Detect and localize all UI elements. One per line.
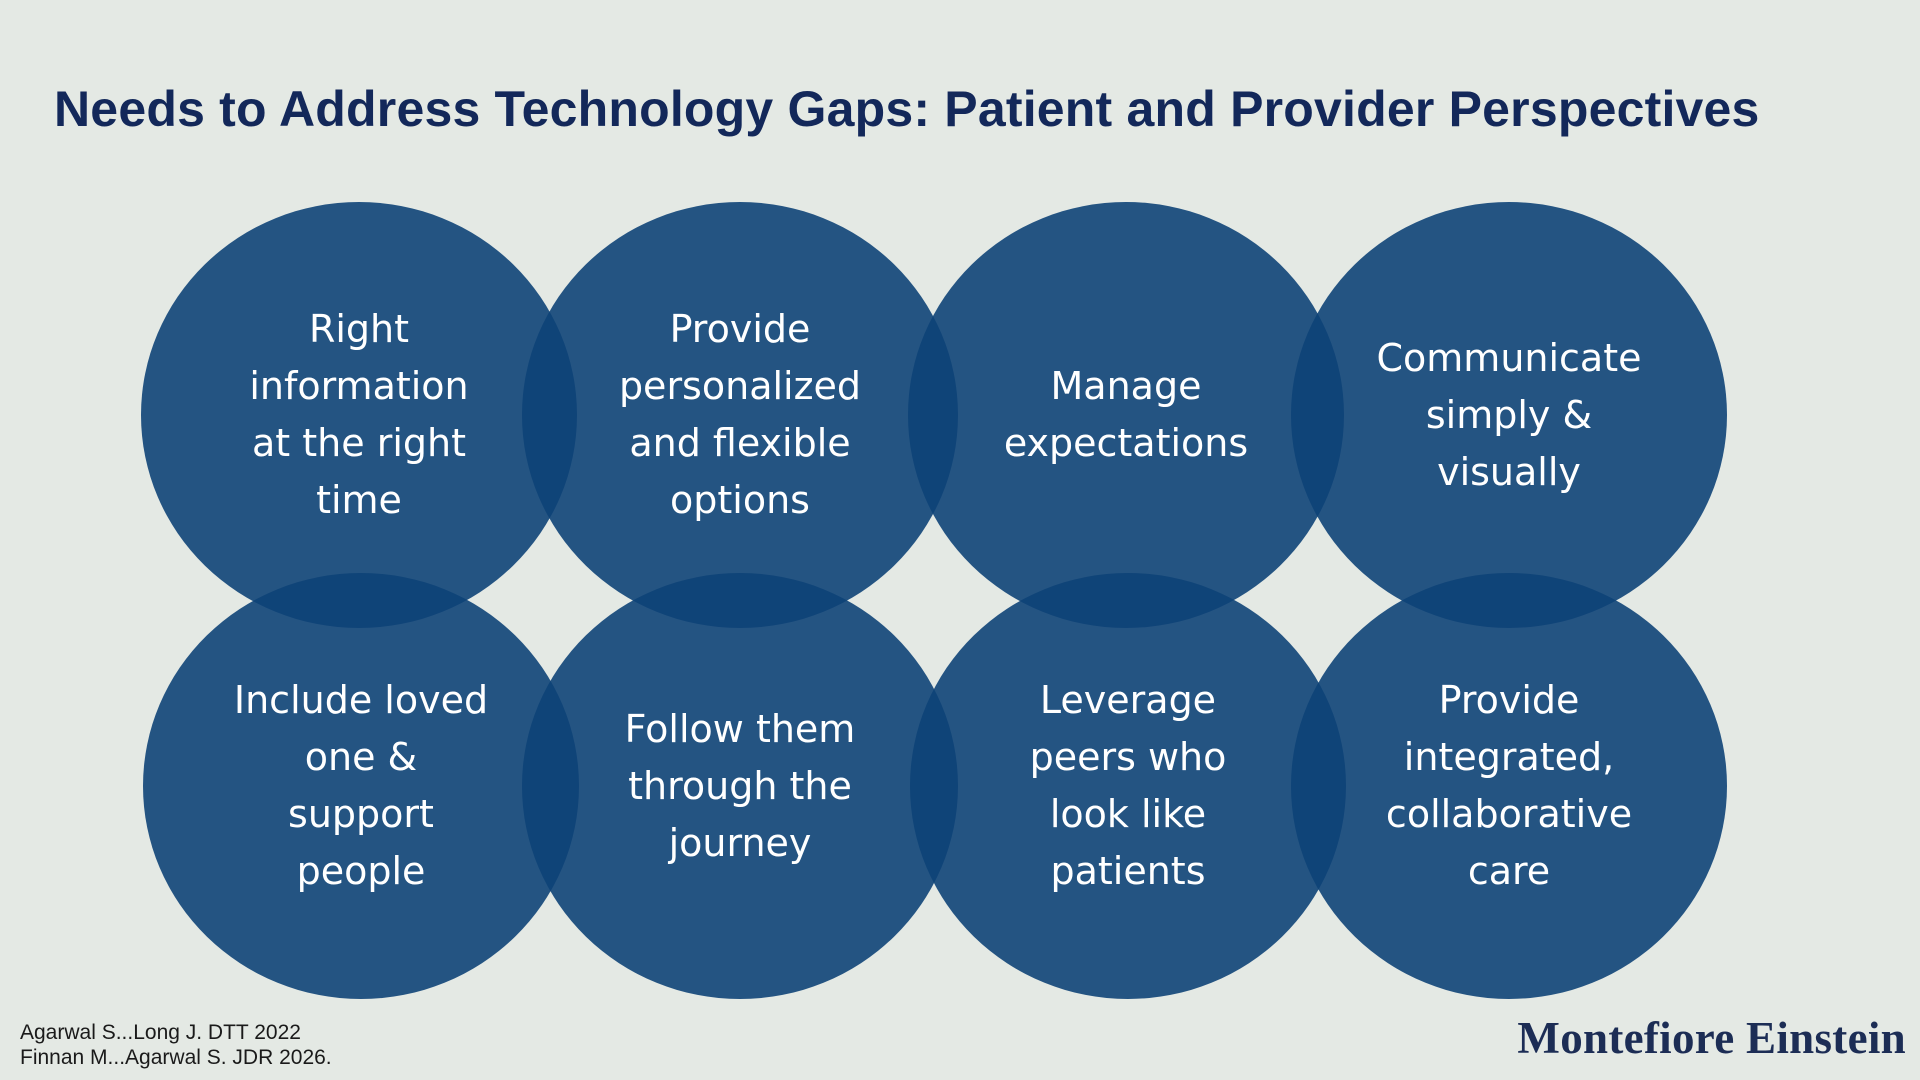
citation-line: Finnan M...Agarwal S. JDR 2026.	[20, 1046, 332, 1069]
citations: Agarwal S...Long J. DTT 2022 Finnan M...…	[20, 1020, 332, 1070]
bubble-text: Manage expectations	[1003, 364, 1249, 465]
bubble-integrated-care: Provide integrated, collaborative care	[1291, 573, 1727, 999]
bubble-text: Include loved one & support people	[233, 678, 489, 893]
bubble-leverage-peers: Leverage peers who look like patients	[910, 573, 1346, 999]
bubble-text: Provide personalized and flexible option…	[618, 307, 862, 522]
montefiore-einstein-logo: Montefiore Einstein	[1517, 1013, 1906, 1063]
bubble-right-information: Right information at the right time	[141, 202, 577, 628]
citation-line: Agarwal S...Long J. DTT 2022	[20, 1021, 301, 1044]
bubble-personalized-options: Provide personalized and flexible option…	[522, 202, 958, 628]
slide-title: Needs to Address Technology Gaps: Patien…	[54, 81, 1760, 137]
bubble-follow-journey: Follow them through the journey	[522, 573, 958, 999]
bubble-include-loved-one: Include loved one & support people	[143, 573, 579, 999]
bubble-communicate-simply: Communicate simply & visually	[1291, 202, 1727, 628]
bubble-text: Communicate simply & visually	[1376, 335, 1642, 494]
bubble-text: Right information at the right time	[249, 307, 469, 522]
bubble-text: Follow them through the journey	[624, 706, 856, 865]
bubble-text: Leverage peers who look like patients	[1029, 678, 1227, 893]
bubble-text: Provide integrated, collaborative care	[1385, 678, 1633, 893]
bubble-manage-expectations: Manage expectations	[908, 202, 1344, 628]
